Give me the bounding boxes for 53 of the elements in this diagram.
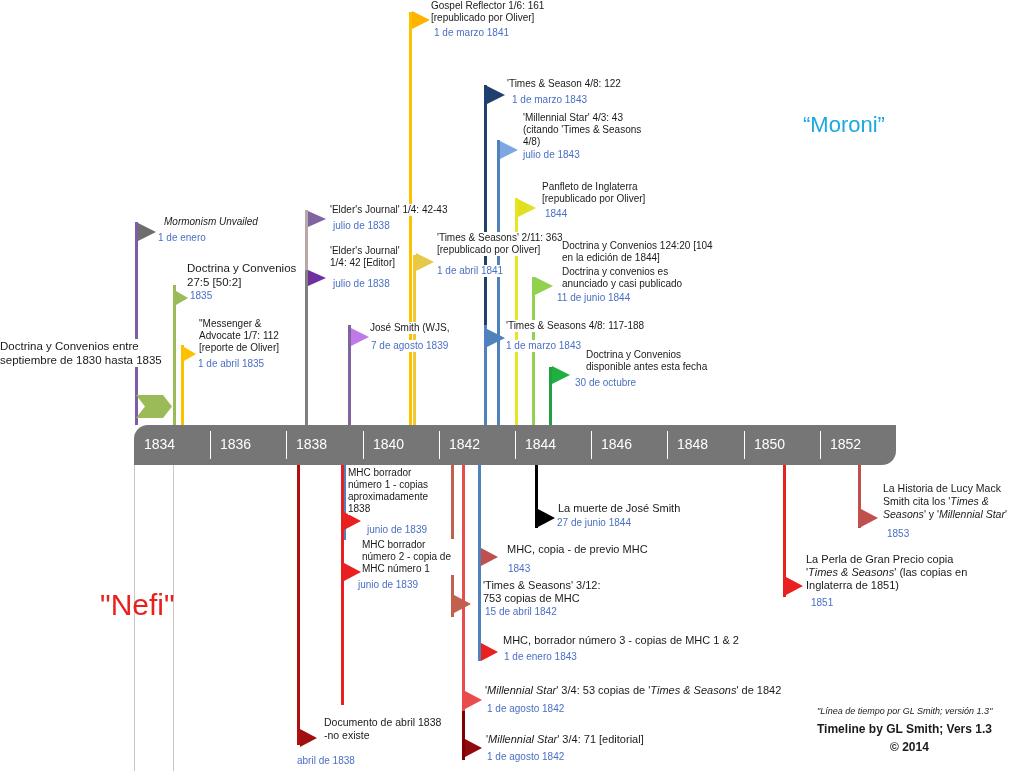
year-label: 1848	[677, 436, 709, 453]
year-label: 1840	[373, 436, 405, 453]
date-label: 7 de agosto 1839	[371, 340, 449, 352]
date-label: 30 de octubre	[575, 377, 637, 389]
date-label: 1 de abril 1835	[198, 358, 265, 370]
date-label: 11 de junio 1844	[557, 292, 631, 304]
event-label: 'Elder's Journal' 1/4: 42-43	[330, 204, 448, 216]
event-label: 'Times & Seasons 4/8: 117-188	[506, 320, 645, 332]
date-label: 1844	[545, 208, 568, 220]
date-label: julio de 1838	[333, 278, 390, 290]
timeline-bar	[134, 425, 896, 465]
year-label: 1844	[525, 436, 557, 453]
date-label: 1853	[887, 528, 910, 540]
date-label: 1835	[190, 290, 213, 302]
date-label: junio de 1839	[367, 524, 428, 536]
year-label: 1842	[449, 436, 481, 453]
credit-note: "Línea de tiempo por GL Smith; versión 1.3"	[817, 706, 993, 717]
section-title: “Moroni”	[803, 112, 885, 138]
event-label: José Smith (WJS,	[370, 322, 450, 334]
date-label: 1 de enero 1843	[504, 651, 577, 663]
year-label: 1852	[830, 436, 862, 453]
event-label: MHC, borrador número 3 - copias de MHC 1 & 2	[503, 634, 739, 647]
year-label: 1850	[754, 436, 786, 453]
date-label: junio de 1839	[358, 579, 419, 591]
date-label: 15 de abril 1842	[485, 606, 557, 618]
event-label: 'Millennial Star' 3/4: 53 copias de 'Times & Seasons' de 1842	[485, 684, 782, 697]
date-label: abril de 1838	[297, 755, 355, 767]
event-label: 'Times & Season 4/8: 122	[507, 78, 621, 90]
year-label: 1846	[601, 436, 633, 453]
date-label: 1 de marzo 1843	[506, 340, 582, 352]
date-label: 27 de junio 1844	[557, 517, 631, 529]
event-label: La muerte de José Smith	[558, 502, 681, 515]
date-label: 1 de marzo 1843	[512, 94, 588, 106]
date-label: 1 de abril 1841	[437, 265, 504, 277]
event-label: 'Millennial Star' 3/4: 71 [editorial]	[486, 733, 644, 746]
date-label: 1 de agosto 1842	[487, 703, 565, 715]
date-label: julio de 1838	[333, 220, 390, 232]
year-label: 1834	[144, 436, 176, 453]
date-label: 1 de agosto 1842	[487, 751, 565, 763]
event-label: MHC, copia - de previo MHC	[507, 543, 648, 556]
date-label: 1 de marzo 1841	[434, 27, 510, 39]
year-label: 1836	[220, 436, 252, 453]
date-label: 1843	[508, 563, 531, 575]
event-label: MHC borrador número 2 - copia de MHC número 1	[362, 539, 454, 575]
date-label: 1851	[811, 597, 834, 609]
event-label: Mormonism Unvailed	[164, 216, 258, 228]
year-label: 1838	[296, 436, 328, 453]
date-label: julio de 1843	[523, 149, 580, 161]
date-label: 1 de enero	[158, 232, 206, 244]
section-title: "Nefi"	[100, 588, 175, 622]
credit-note: © 2014	[890, 740, 929, 755]
credit-note: Timeline by GL Smith; Vers 1.3	[817, 722, 992, 737]
event-label: Documento de abril 1838 -no existe	[324, 716, 443, 742]
